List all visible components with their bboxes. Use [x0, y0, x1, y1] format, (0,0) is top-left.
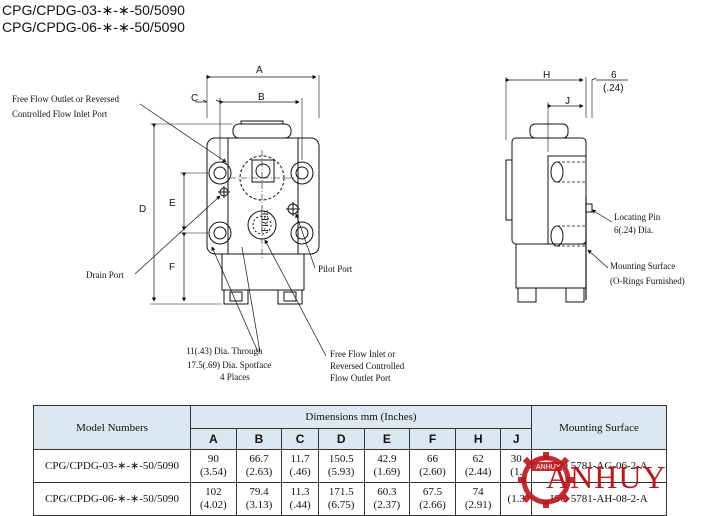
locating-pin-label-2: 6(.24) Dia.	[614, 225, 653, 235]
dim-six-label: 6	[611, 70, 617, 81]
mounting-surface-header: Mounting Surface	[531, 405, 667, 450]
value-cell-f: 67.5(2.66)	[409, 482, 456, 516]
value-cell-b: 79.4(3.13)	[235, 482, 283, 516]
free-flow-inlet-label-3: Flow Outlet Port	[330, 373, 391, 383]
value-cell-h: 62(2.44)	[454, 449, 502, 483]
dim-d-label: D	[139, 204, 146, 215]
dim-j-label: J	[565, 96, 570, 107]
technical-drawing: A B C D E F FREE Free Flow Outlet or Rev…	[12, 65, 685, 383]
logo-badge-text: ANHUY	[536, 464, 561, 471]
free-flow-outlet-label-2: Controlled Flow Inlet Port	[12, 109, 108, 119]
value-cell-a: 90(3.54)	[190, 449, 237, 483]
value-cell-h: 74(2.91)	[454, 482, 502, 516]
dim-c-label: C	[191, 93, 198, 104]
value-cell-d: 150.5(5.93)	[317, 449, 365, 483]
model-cell: CPG/CPDG-03-∗-∗-50/5090	[33, 449, 191, 483]
col-header-h: H	[454, 428, 502, 450]
col-header-c: C	[281, 428, 319, 450]
dim-f-label: F	[169, 262, 175, 273]
drain-port-label: Drain Port	[86, 270, 124, 280]
value-cell-a: 102(4.02)	[190, 482, 237, 516]
free-flow-outlet-label-1: Free Flow Outlet or Reversed	[12, 94, 119, 104]
anhuy-logo-text: ANHUY	[546, 459, 667, 495]
dim-e-label: E	[169, 198, 176, 209]
dimensions-header: Dimensions mm (Inches)	[190, 405, 532, 429]
col-header-a: A	[190, 428, 237, 450]
value-cell-c: 11.3(.44)	[281, 482, 319, 516]
free-mark: FREE	[260, 209, 270, 232]
model-title-03: CPG/CPDG-03-∗-∗-50/5090	[2, 2, 185, 18]
col-header-j: J	[500, 428, 532, 450]
dim-a-label: A	[256, 65, 263, 76]
model-title-06: CPG/CPDG-06-∗-∗-50/5090	[2, 19, 185, 35]
through-hole-label-1: 11(.43) Dia. Through	[186, 346, 263, 356]
col-header-d: D	[317, 428, 365, 450]
value-cell-e: 60.3(2.37)	[363, 482, 411, 516]
dim-b-label: B	[258, 92, 265, 103]
value-cell-d: 171.5(6.75)	[317, 482, 365, 516]
model-cell: CPG/CPDG-06-∗-∗-50/5090	[33, 482, 191, 516]
free-flow-inlet-label-1: Free Flow Inlet or	[330, 349, 395, 359]
pilot-port-label: Pilot Port	[318, 264, 353, 274]
through-hole-label-3: 4 Places	[220, 372, 250, 382]
model-numbers-header: Model Numbers	[33, 405, 191, 450]
anhuy-logo-watermark: ANHUY	[518, 452, 574, 508]
col-header-f: F	[409, 428, 456, 450]
value-cell-e: 42.9(1.69)	[363, 449, 411, 483]
dim-h-label: H	[543, 70, 550, 81]
value-cell-b: 66.7(2.63)	[235, 449, 283, 483]
locating-pin-label-1: Locating Pin	[614, 212, 661, 222]
mounting-surface-label-2: (O-Rings Furnished)	[610, 276, 685, 286]
table-row: CPG/CPDG-06-∗-∗-50/5090 102(4.02) 79.4(3…	[33, 482, 667, 516]
dim-six-inch-label: (.24)	[603, 83, 624, 94]
mounting-surface-label-1: Mounting Surface	[610, 261, 675, 271]
value-cell-c: 11.7(.46)	[281, 449, 319, 483]
through-hole-label-2: 17.5(.69) Dia. Spotface	[187, 360, 271, 370]
col-header-b: B	[235, 428, 283, 450]
side-view	[505, 77, 628, 303]
front-view	[134, 74, 327, 357]
col-header-e: E	[363, 428, 411, 450]
value-cell-f: 66(2.60)	[409, 449, 456, 483]
free-flow-inlet-label-2: Reversed Controlled	[330, 361, 405, 371]
